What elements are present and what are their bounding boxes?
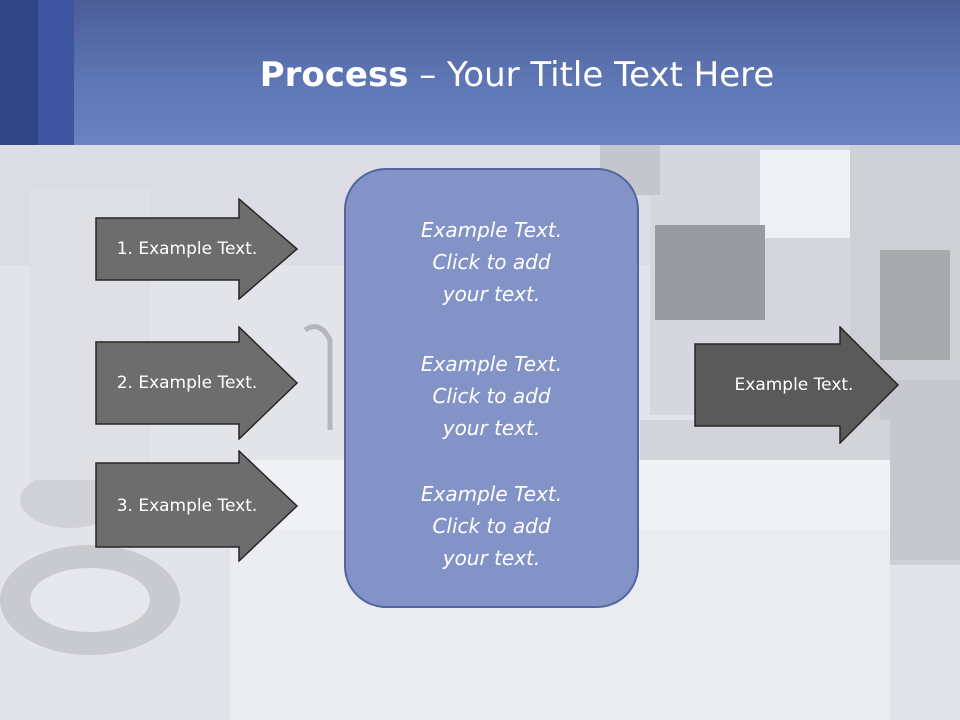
right-arrow[interactable]: Example Text.	[694, 326, 900, 444]
title-bold: Process	[259, 55, 409, 95]
center-text-block: Example Text. Click to add your text.	[346, 214, 637, 310]
center-line: your text.	[442, 416, 541, 440]
left-arrow-1[interactable]: 1. Example Text.	[95, 198, 299, 300]
arrow-label: 1. Example Text.	[116, 239, 258, 259]
title-rest: – Your Title Text Here	[408, 55, 775, 95]
center-line: your text.	[442, 282, 541, 306]
center-line: Click to add	[432, 514, 551, 538]
center-line: Example Text.	[420, 352, 563, 376]
arrow-label: 3. Example Text.	[116, 496, 258, 516]
arrow-shape	[95, 450, 299, 562]
center-text-box[interactable]: Example Text. Click to add your text. Ex…	[344, 168, 639, 608]
center-line: Click to add	[432, 384, 551, 408]
header-band: Process – Your Title Text Here	[0, 0, 960, 145]
center-line: Click to add	[432, 250, 551, 274]
center-text-block: Example Text. Click to add your text.	[346, 478, 637, 574]
slide-title[interactable]: Process – Your Title Text Here	[74, 52, 960, 98]
center-line: Example Text.	[420, 482, 563, 506]
arrow-label: Example Text.	[734, 375, 854, 395]
arrow-label: 2. Example Text.	[116, 373, 258, 393]
arrow-shape	[694, 326, 900, 444]
header-accent-stripe	[38, 0, 74, 145]
center-line: your text.	[442, 546, 541, 570]
left-arrow-2[interactable]: 2. Example Text.	[95, 326, 299, 440]
arrow-shape	[95, 198, 299, 300]
arrow-shape	[95, 326, 299, 440]
header-accent-stripe	[0, 0, 38, 145]
center-text-block: Example Text. Click to add your text.	[346, 348, 637, 444]
left-arrow-3[interactable]: 3. Example Text.	[95, 450, 299, 562]
center-line: Example Text.	[420, 218, 563, 242]
